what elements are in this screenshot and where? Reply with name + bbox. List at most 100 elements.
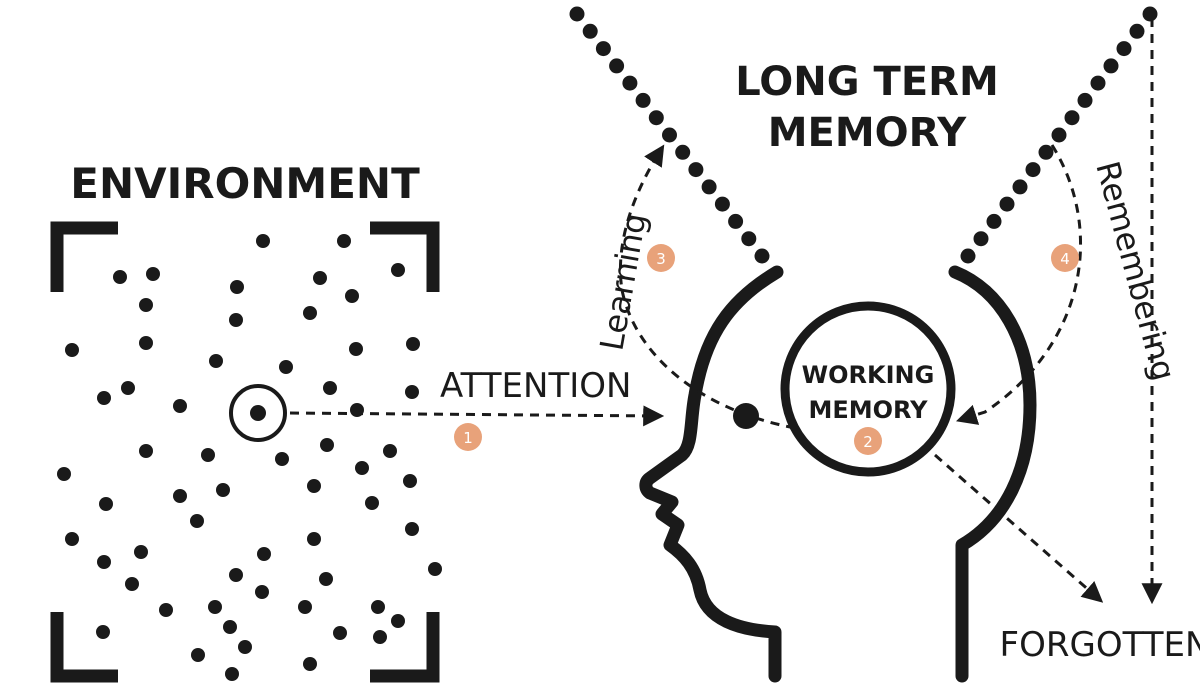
attended-stimulus — [229, 384, 287, 442]
stimulus-dot — [303, 657, 317, 671]
cone-dot-right — [1129, 23, 1145, 39]
stimulus-dot — [320, 438, 334, 452]
stimulus-dot — [403, 474, 417, 488]
stimulus-dot — [255, 585, 269, 599]
stimulus-dot — [405, 522, 419, 536]
forgotten-label: FORGOTTEN — [1000, 625, 1200, 665]
stimulus-dot — [355, 461, 369, 475]
cone-dot-right — [1116, 41, 1132, 57]
cone-dot-left — [595, 41, 611, 57]
stimulus-dot — [307, 532, 321, 546]
step-badge-3: 3 — [647, 244, 675, 272]
working-memory-circle — [780, 301, 956, 477]
cone-dot-left — [728, 213, 744, 229]
cone-dot-right — [1025, 162, 1041, 178]
stimulus-dot — [275, 452, 289, 466]
stimulus-dot — [146, 267, 160, 281]
stimulus-dot — [208, 600, 222, 614]
cone-dot-left — [688, 162, 704, 178]
stimulus-dot — [97, 391, 111, 405]
cone-dot-left — [741, 231, 757, 247]
stimulus-dot — [391, 614, 405, 628]
cone-dot-left — [714, 196, 730, 212]
stimulus-dot — [97, 555, 111, 569]
cone-dot-right — [1051, 127, 1067, 143]
cone-dot-left — [675, 144, 691, 160]
stimulus-dot — [57, 467, 71, 481]
stimulus-dot — [134, 545, 148, 559]
attended-stimulus-dot — [250, 405, 266, 421]
stimulus-dot — [139, 444, 153, 458]
cone-dot-left — [662, 127, 677, 143]
stimulus-dot — [303, 306, 317, 320]
stimulus-dot — [230, 280, 244, 294]
learning-label: Learning — [592, 210, 654, 353]
stimulus-dot — [256, 234, 270, 248]
step-badge-4: 4 — [1051, 244, 1079, 272]
svg-text:1: 1 — [463, 429, 473, 447]
stimulus-dot — [173, 399, 187, 413]
cone-dot-left — [754, 248, 770, 264]
frame-corner-top-right — [370, 221, 440, 292]
cone-dot-left — [701, 179, 717, 195]
stimulus-dot — [209, 354, 223, 368]
cone-dot-left — [569, 6, 585, 22]
stimulus-dot — [173, 489, 187, 503]
stimulus-dot — [349, 342, 363, 356]
cone-dot-left — [648, 110, 664, 126]
frame-corner-top-left — [50, 221, 118, 292]
stimulus-dot — [406, 337, 420, 351]
stimulus-dot — [337, 234, 351, 248]
cone-dot-right — [1142, 6, 1158, 22]
stimulus-dot — [229, 568, 243, 582]
working-memory-label-line2: MEMORY — [808, 396, 928, 424]
cone-dot-right — [1077, 92, 1093, 108]
stimulus-dot — [391, 263, 405, 277]
cone-dot-right — [1103, 58, 1119, 74]
stimulus-dot — [313, 271, 327, 285]
cone-dot-right — [1038, 144, 1054, 160]
attention-arrow — [289, 405, 665, 427]
stimulus-dot — [333, 626, 347, 640]
stimulus-dot — [99, 497, 113, 511]
attention-label: ATTENTION — [440, 366, 631, 406]
stimulus-dot — [371, 600, 385, 614]
frame-corner-bottom-left — [50, 612, 118, 683]
stimulus-dot — [201, 448, 215, 462]
cone-dot-right — [1064, 110, 1080, 126]
stimulus-dot — [238, 640, 252, 654]
step-badge-1: 1 — [454, 423, 482, 451]
head-profile — [639, 265, 784, 683]
head-back — [948, 265, 1037, 683]
cone-dot-right — [999, 196, 1015, 212]
stimulus-dot — [428, 562, 442, 576]
stimulus-dot — [96, 625, 110, 639]
svg-text:2: 2 — [863, 433, 873, 451]
cone-dot-right — [1012, 179, 1028, 195]
long-term-memory-cone — [569, 6, 1158, 264]
stimulus-dot — [121, 381, 135, 395]
cone-dot-left — [622, 75, 638, 91]
remembering-label: Remembering — [1088, 157, 1183, 384]
cone-dot-right — [960, 248, 976, 264]
learning-arrow — [618, 144, 796, 430]
working-memory-label-line1: WORKING — [802, 361, 935, 389]
long-term-memory-title-line2: MEMORY — [768, 110, 968, 156]
environment-stimuli — [57, 234, 442, 681]
stimulus-dot — [65, 532, 79, 546]
svg-text:3: 3 — [656, 250, 666, 268]
stimulus-dot — [125, 577, 139, 591]
stimulus-dot — [319, 572, 333, 586]
stimulus-dot — [225, 667, 239, 681]
step-badge-2: 2 — [854, 427, 882, 455]
stimulus-dot — [229, 313, 243, 327]
remembering-arrow — [955, 144, 1083, 425]
cone-dot-right — [973, 231, 989, 247]
cone-dot-left — [635, 92, 651, 108]
environment-title: ENVIRONMENT — [70, 159, 420, 208]
stimulus-dot — [113, 270, 127, 284]
cone-dot-left — [609, 58, 625, 74]
stimulus-dot — [159, 603, 173, 617]
stimulus-dot — [223, 620, 237, 634]
